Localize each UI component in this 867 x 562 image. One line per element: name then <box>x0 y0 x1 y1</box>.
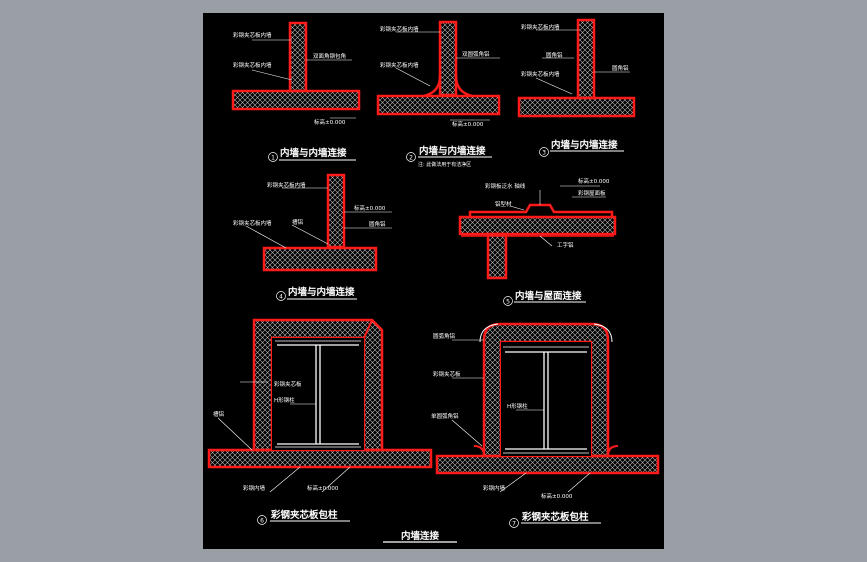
label: 彩钢夹芯板内墙 <box>233 61 272 69</box>
label: 标高±0.000 <box>452 120 484 128</box>
label: 彩钢内墙 <box>243 484 266 492</box>
wall-panel-vertical <box>288 21 308 93</box>
detail-number: 6 <box>260 518 264 525</box>
detail-number: 5 <box>506 299 510 306</box>
detail-title: 内墙与内墙连接 <box>280 147 347 159</box>
detail-number-marker <box>257 515 267 525</box>
detail-title: 彩钢夹芯板包柱 <box>521 511 589 523</box>
round-corner-trim <box>454 75 473 98</box>
detail-number-marker <box>509 518 519 528</box>
wall-panel-horizontal <box>231 89 361 111</box>
detail-number: 1 <box>271 155 275 162</box>
wall-panel-vertical <box>438 20 458 97</box>
label: 双圆弧角铝 <box>462 50 490 58</box>
label: 工字铝 <box>557 241 574 249</box>
detail-5: 彩钢板泛水 轴线 标高±0.000 铝型材 彩钢屋面板 工字铝 5 内墙与屋面连… <box>458 177 617 306</box>
detail-number: 4 <box>279 294 283 301</box>
wall-panel-horizontal <box>517 96 636 118</box>
detail-number: 3 <box>542 150 546 157</box>
label: 圆角铝 <box>612 64 629 72</box>
detail-6: 彩钢夹芯板 H形钢柱 槽铝 彩钢内墙 标高±0.000 6 彩钢夹芯板包柱 <box>207 318 433 525</box>
detail-number-marker <box>539 147 549 157</box>
label: 彩钢内墙 <box>483 484 506 492</box>
sheet-title: 内墙连接 <box>401 530 440 542</box>
detail-title: 彩钢夹芯板包柱 <box>270 509 338 521</box>
detail-4: 彩钢夹芯板内墙 标高±0.000 彩钢夹芯板内墙 槽铝 圆角铝 4 内墙与内墙连… <box>233 173 392 301</box>
detail-title: 内墙与屋面连接 <box>515 290 582 302</box>
detail-number: 7 <box>512 521 516 528</box>
detail-title: 内墙与内墙连接 <box>419 145 486 157</box>
label: 圆角铝 <box>369 220 386 228</box>
label: 标高±0.000 <box>354 204 386 212</box>
detail-number-marker <box>406 152 416 162</box>
label: 彩钢夹芯板内墙 <box>380 61 419 69</box>
detail-number-marker <box>503 296 513 306</box>
label: 彩钢夹芯板内墙 <box>521 23 560 31</box>
detail-1: 彩钢夹芯板内墙 彩钢夹芯板内墙 双面角钢包角 标高±0.000 1 内墙与内墙连… <box>231 21 361 162</box>
label: 彩钢夹芯板 <box>433 370 461 378</box>
wall-panel-horizontal <box>376 94 501 116</box>
round-corner-trim <box>423 75 442 98</box>
detail-note: 注: 此做法用于有洁净区 <box>418 161 471 168</box>
roof-panel <box>458 215 617 236</box>
label: 单圆弧角铝 <box>431 412 459 420</box>
wall-panel-horizontal <box>435 454 660 475</box>
wall-panel-vertical <box>326 173 346 249</box>
label: 彩钢屋面板 <box>578 189 606 197</box>
detail-number-marker <box>276 291 286 301</box>
label: 彩钢夹芯板内墙 <box>380 25 419 33</box>
label: 圆弧角铝 <box>433 332 456 340</box>
label: 彩钢夹芯板 <box>274 380 302 388</box>
detail-3: 彩钢夹芯板内墙 圆角铝 彩钢夹芯板内墙 圆角铝 3 内墙与内墙连接 <box>517 18 636 157</box>
detail-number-marker <box>268 152 278 162</box>
label: 彩钢夹芯板内墙 <box>267 181 306 189</box>
detail-title: 内墙与内墙连接 <box>551 139 618 151</box>
label: 标高±0.000 <box>314 118 346 126</box>
label: 标高±0.000 <box>578 177 610 185</box>
label: 彩钢夹芯板内墙 <box>521 70 560 78</box>
detail-7: 圆弧角铝 彩钢夹芯板 H形钢柱 单圆弧角铝 彩钢内墙 标高±0.000 7 彩钢… <box>431 322 660 528</box>
label: 彩钢夹芯板内墙 <box>233 219 272 227</box>
label: 铝型材 <box>495 200 512 208</box>
label: 双面角钢包角 <box>313 52 346 60</box>
wall-panel-vertical <box>576 18 596 100</box>
label: 标高±0.000 <box>307 484 339 492</box>
detail-title: 内墙与内墙连接 <box>288 286 355 298</box>
label: H形钢柱 <box>507 402 528 410</box>
detail-2: 彩钢夹芯板内墙 双圆弧角铝 彩钢夹芯板内墙 标高±0.000 2 内墙与内墙连接… <box>376 20 501 168</box>
label: H形钢柱 <box>274 396 295 404</box>
label: 圆角铝 <box>546 51 563 59</box>
detail-number: 2 <box>409 155 413 162</box>
label: 槽铝 <box>292 218 304 226</box>
wall-panel-vertical <box>486 232 508 280</box>
label: 槽铝 <box>213 410 225 418</box>
label: 彩钢夹芯板内墙 <box>233 31 272 39</box>
wall-panel-horizontal <box>207 448 433 469</box>
wall-panel-horizontal <box>262 246 378 272</box>
label: 彩钢板泛水 轴线 <box>485 182 526 190</box>
label: 标高±0.000 <box>541 492 573 500</box>
